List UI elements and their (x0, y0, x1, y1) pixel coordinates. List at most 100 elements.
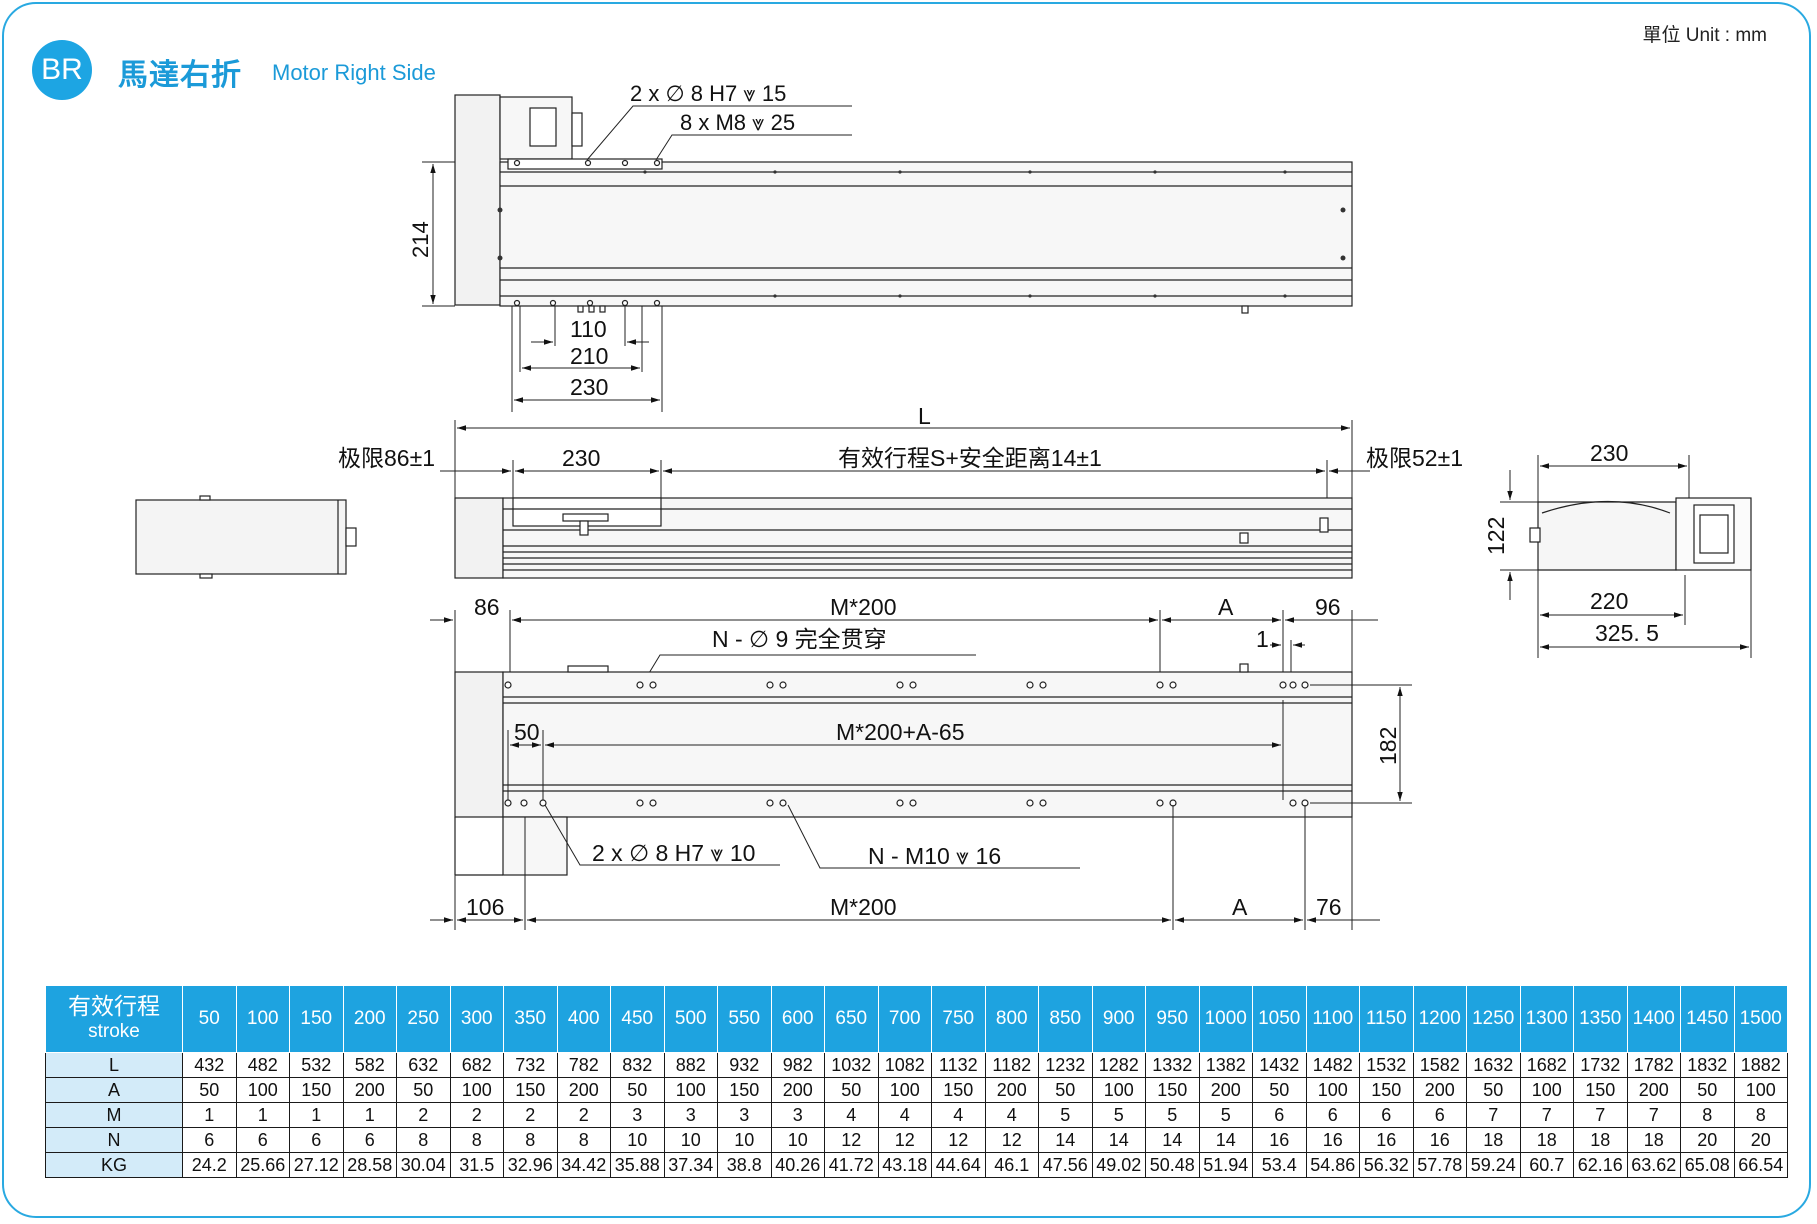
table-cell: 5 (1038, 1102, 1093, 1128)
table-cell: 1482 (1305, 1052, 1360, 1078)
table-cell: 43.18 (877, 1152, 932, 1178)
table-cell: 3 (663, 1102, 718, 1128)
callout-threaded-holes-bottom: N - M10 ⩔ 16 (868, 843, 1001, 869)
table-cell: 6 (235, 1127, 290, 1153)
table-cell: 16 (1359, 1127, 1414, 1153)
table-cell: 1 (289, 1102, 344, 1128)
stroke-header-value: 1350 (1573, 985, 1628, 1053)
table-cell: 3 (610, 1102, 665, 1128)
table-cell: 20 (1680, 1127, 1735, 1153)
dim-86-label: 86 (474, 594, 500, 620)
stroke-header-value: 950 (1145, 985, 1200, 1053)
table-cell: 3 (770, 1102, 825, 1128)
table-cell: 4 (824, 1102, 879, 1128)
dim-50-label: 50 (514, 719, 540, 745)
table-cell: 1582 (1412, 1052, 1467, 1078)
table-cell: 2 (556, 1102, 611, 1128)
table-cell: 100 (1519, 1077, 1574, 1103)
table-cell: 6 (342, 1127, 397, 1153)
table-cell: 10 (717, 1127, 772, 1153)
bottom-view (430, 610, 1412, 930)
table-cell: 932 (717, 1052, 772, 1078)
table-cell: 32.96 (503, 1152, 558, 1178)
table-cell: 16 (1252, 1127, 1307, 1153)
table-cell: 1732 (1573, 1052, 1628, 1078)
table-cell: 6 (289, 1127, 344, 1153)
table-cell: 1382 (1198, 1052, 1253, 1078)
stroke-header-value: 900 (1091, 985, 1146, 1053)
table-cell: 1 (342, 1102, 397, 1128)
dim-106-label: 106 (466, 894, 504, 920)
table-cell: 46.1 (984, 1152, 1039, 1178)
row-label: KG (45, 1152, 183, 1178)
stroke-label: 有效行程S+安全距离14±1 (838, 445, 1102, 471)
table-cell: 1 (235, 1102, 290, 1128)
table-cell: 10 (770, 1127, 825, 1153)
stroke-header-value: 1050 (1252, 985, 1307, 1053)
row-label: M (45, 1102, 183, 1128)
table-cell: 57.78 (1412, 1152, 1467, 1178)
table-cell: 27.12 (289, 1152, 344, 1178)
table-cell: 2 (503, 1102, 558, 1128)
table-cell: 1182 (984, 1052, 1039, 1078)
callout-pin-holes-top: 2 x ∅ 8 H7 ⩔ 15 (630, 81, 786, 106)
table-cell: 150 (503, 1077, 558, 1103)
table-cell: 50 (1038, 1077, 1093, 1103)
table-cell: 14 (1038, 1127, 1093, 1153)
table-cell: 8 (396, 1127, 451, 1153)
table-cell: 5 (1198, 1102, 1253, 1128)
table-cell: 18 (1573, 1127, 1628, 1153)
table-cell: 18 (1626, 1127, 1681, 1153)
table-cell: 14 (1145, 1127, 1200, 1153)
table-cell: 100 (1305, 1077, 1360, 1103)
stroke-header-value: 550 (717, 985, 772, 1053)
stroke-header-value: 500 (663, 985, 718, 1053)
stroke-header-value: 1400 (1626, 985, 1681, 1053)
table-cell: 38.8 (717, 1152, 772, 1178)
table-cell: 41.72 (824, 1152, 879, 1178)
table-cell: 1282 (1091, 1052, 1146, 1078)
table-cell: 65.08 (1680, 1152, 1735, 1178)
table-cell: 14 (1198, 1127, 1253, 1153)
table-cell: 6 (1359, 1102, 1414, 1128)
table-cell: 16 (1412, 1127, 1467, 1153)
table-cell: 1032 (824, 1052, 879, 1078)
stroke-header-value: 1100 (1305, 985, 1360, 1053)
table-cell: 6 (182, 1127, 237, 1153)
table-cell: 44.64 (931, 1152, 986, 1178)
table-cell: 47.56 (1038, 1152, 1093, 1178)
table-cell: 1232 (1038, 1052, 1093, 1078)
title-english: Motor Right Side (272, 60, 436, 85)
table-cell: 50 (396, 1077, 451, 1103)
table-cell: 782 (556, 1052, 611, 1078)
table-cell: 50 (1252, 1077, 1307, 1103)
table-cell: 35.88 (610, 1152, 665, 1178)
table-cell: 37.34 (663, 1152, 718, 1178)
row-label: L (45, 1052, 183, 1078)
bottom-motor (502, 816, 568, 876)
stroke-header-value: 150 (289, 985, 344, 1053)
table-cell: 50.48 (1145, 1152, 1200, 1178)
top-end-block (454, 94, 501, 306)
dim-L-label: L (918, 403, 931, 429)
table-cell: 4 (877, 1102, 932, 1128)
table-cell: 100 (235, 1077, 290, 1103)
table-cell: 1082 (877, 1052, 932, 1078)
table-cell: 150 (1145, 1077, 1200, 1103)
table-cell: 1332 (1145, 1052, 1200, 1078)
table-cell: 49.02 (1091, 1152, 1146, 1178)
table-cell: 8 (1733, 1102, 1788, 1128)
table-cell: 832 (610, 1052, 665, 1078)
table-cell: 12 (824, 1127, 879, 1153)
table-cell: 150 (289, 1077, 344, 1103)
table-cell: 8 (449, 1127, 504, 1153)
top-view (454, 94, 1353, 314)
stroke-header-value: 650 (824, 985, 879, 1053)
table-cell: 100 (877, 1077, 932, 1103)
side-view (440, 420, 1370, 579)
callout-pin-holes-bottom: 2 x ∅ 8 H7 ⩔ 10 (592, 840, 755, 866)
table-cell: 56.32 (1359, 1152, 1414, 1178)
